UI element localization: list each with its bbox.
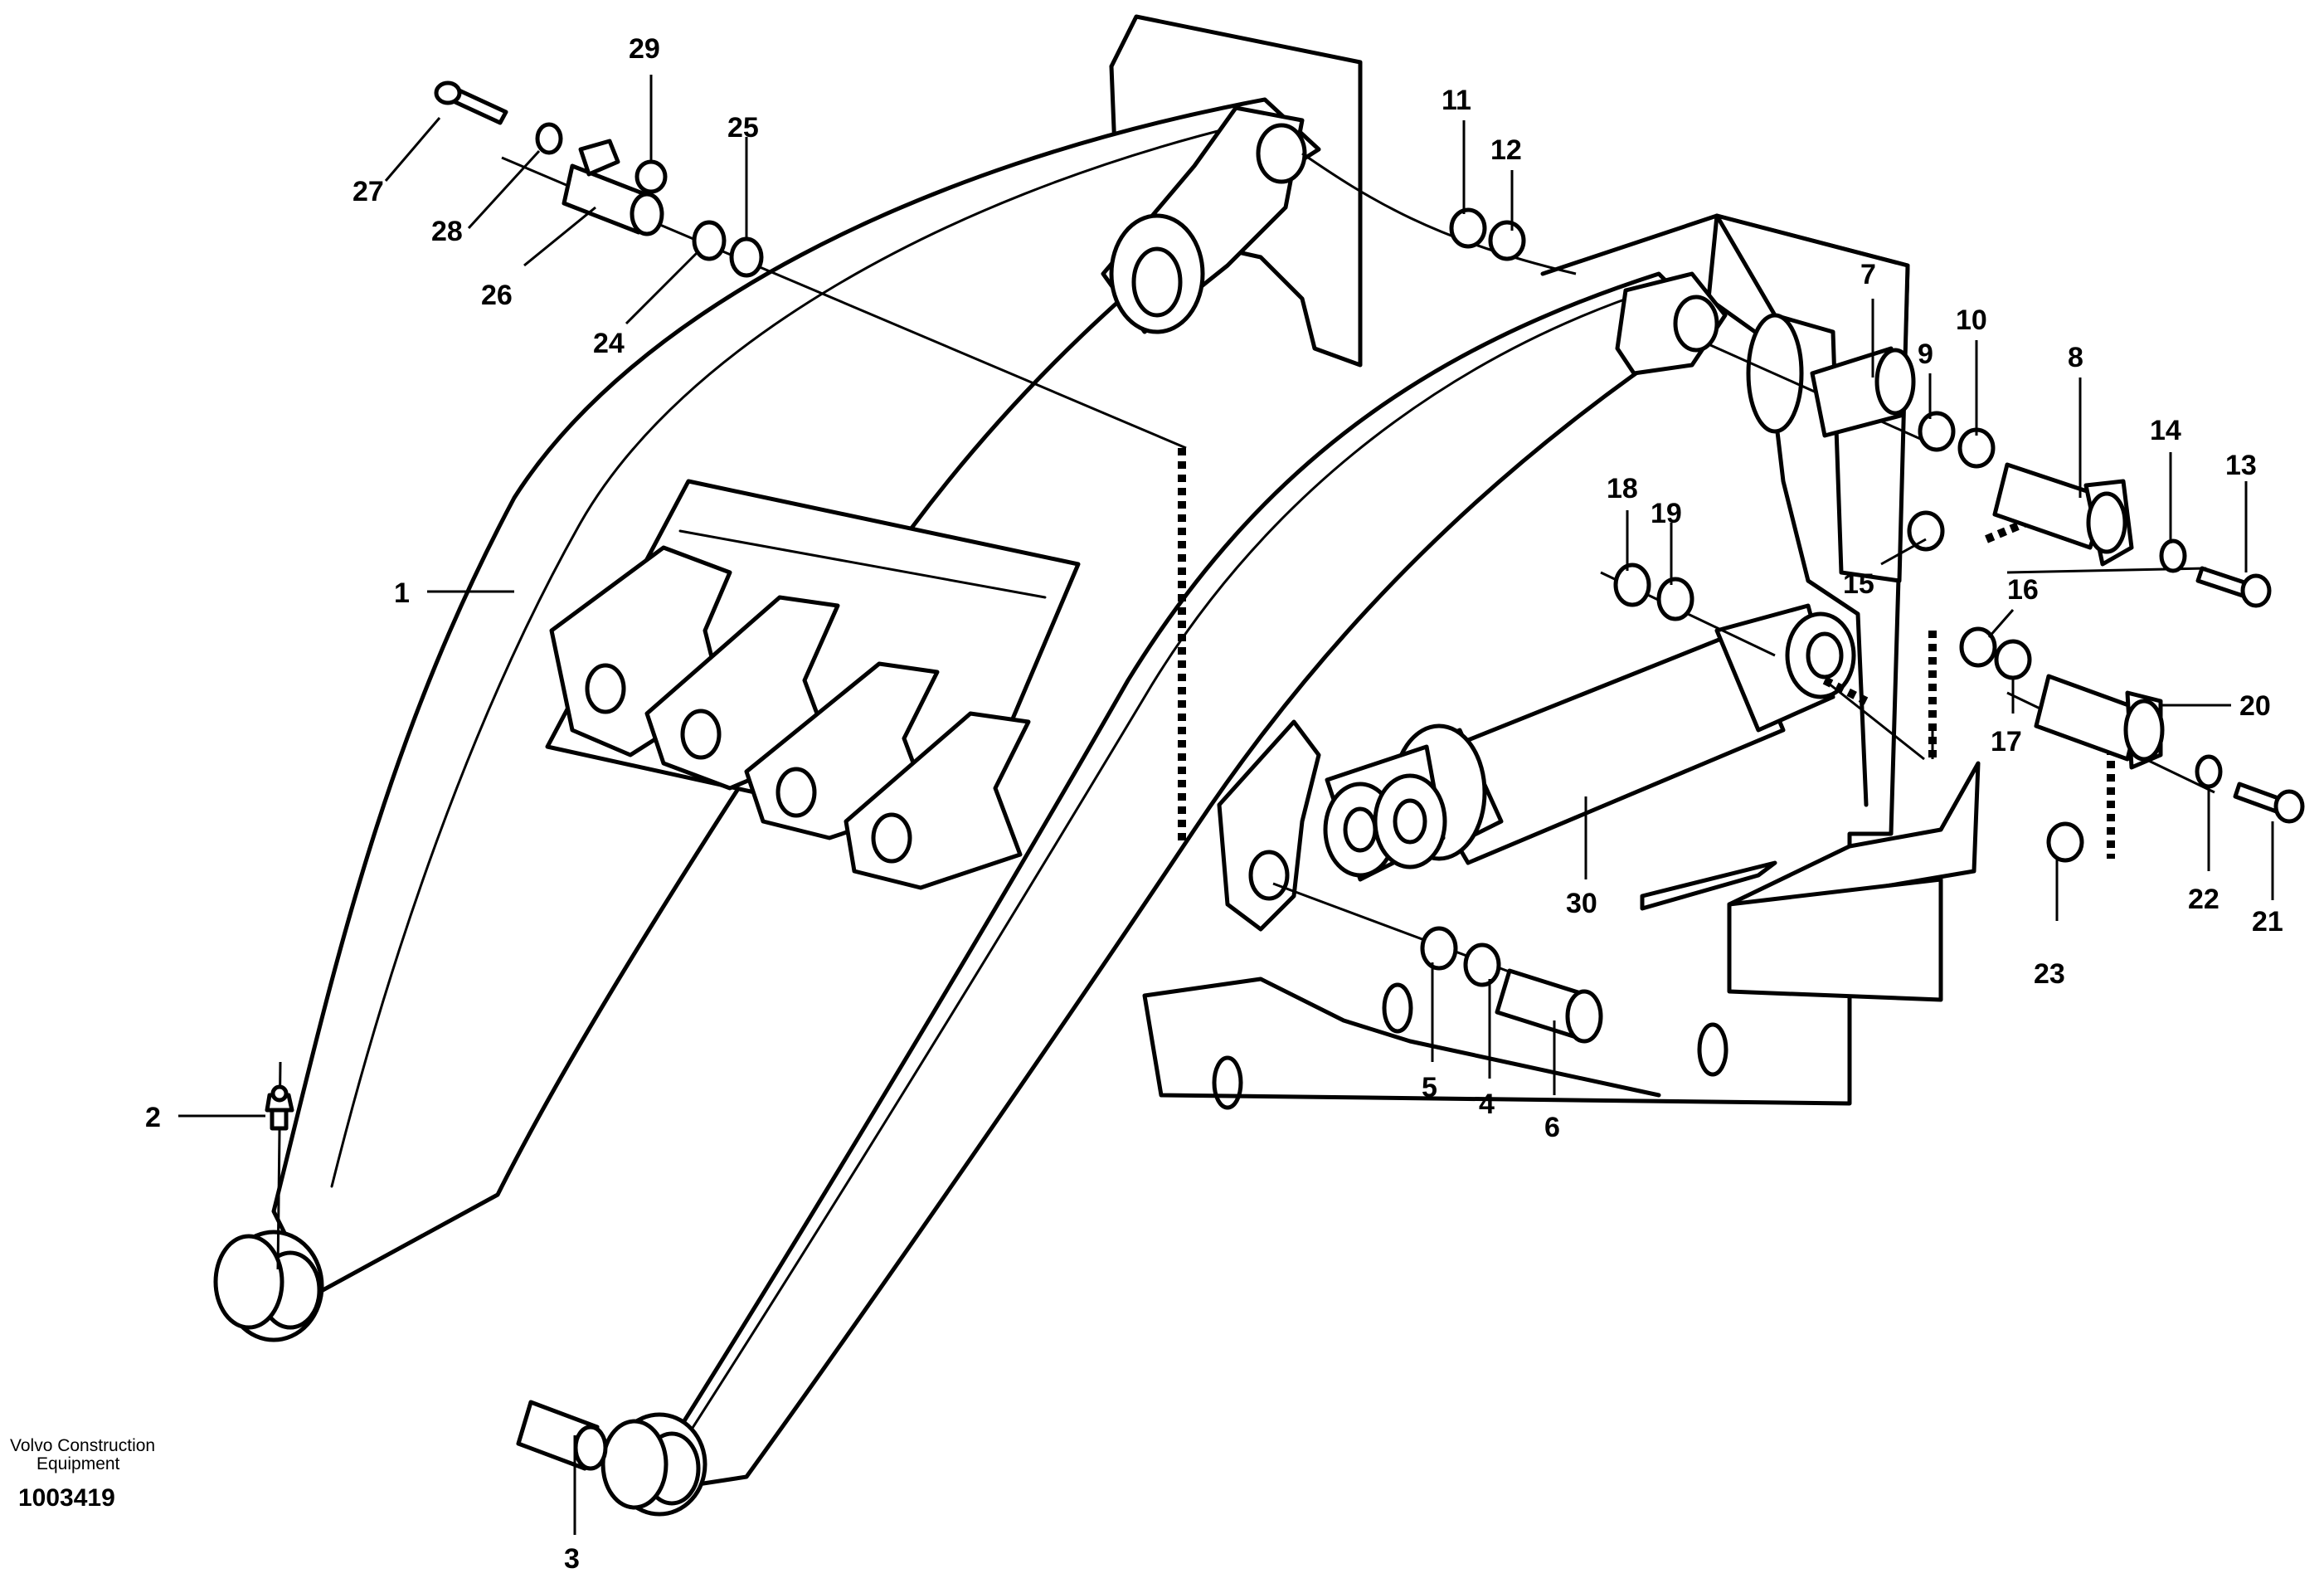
callout-30: 30 [1566,888,1597,919]
callout-24: 24 [593,328,625,359]
callout-6: 6 [1544,1112,1560,1143]
callout-leaders [178,75,2274,1535]
document-number: 1003419 [18,1484,115,1512]
bolt-13 [2195,566,2272,608]
washer-24 [692,220,727,261]
callout-3: 3 [564,1543,580,1575]
pin-26 [562,139,664,236]
washer-11 [1449,207,1487,249]
callout-labels: 1 2 3 4 5 6 7 8 9 10 11 12 13 14 15 16 1… [145,33,2283,1575]
callout-7: 7 [1860,259,1876,290]
callout-13: 13 [2225,450,2257,481]
callout-27: 27 [352,176,384,207]
bushing-6 [1495,968,1603,1044]
callout-26: 26 [481,280,513,311]
callout-2: 2 [145,1102,161,1133]
brand-block: Volvo Construction Equipment 1003419 [10,1436,155,1512]
washer-25 [729,236,764,278]
washer-18 [1613,563,1651,607]
washer-28 [535,122,563,155]
grease-nipple-2 [265,1084,294,1131]
callout-18: 18 [1607,473,1638,504]
callout-20: 20 [2239,690,2271,722]
callout-17: 17 [1991,726,2022,757]
callout-14: 14 [2150,415,2181,446]
callout-25: 25 [727,112,759,144]
brand-line-1: Volvo Construction [10,1436,155,1455]
washer-19 [1656,577,1694,621]
callout-1: 1 [394,577,410,609]
callout-4: 4 [1479,1089,1495,1120]
callout-11: 11 [1442,85,1471,116]
washer-5 [1420,926,1458,971]
washer-22 [2195,754,2223,789]
bolt-27 [434,80,508,125]
callout-19: 19 [1651,498,1682,529]
washer-9 [1918,411,1956,452]
boom-right-arm [600,271,1728,1517]
callout-8: 8 [2068,342,2083,373]
washer-14 [2159,538,2187,573]
callout-5: 5 [1422,1072,1437,1103]
callout-12: 12 [1490,134,1522,166]
bolt-21 [2233,782,2305,824]
brand-line-2: Equipment [36,1454,120,1473]
pin-20 [2034,674,2165,770]
callout-10: 10 [1956,304,1987,336]
callout-28: 28 [431,216,463,247]
cross-tube [545,479,1081,890]
callout-21: 21 [2252,906,2283,938]
bushing-3 [516,1400,608,1471]
bushing-15 [1907,510,1945,552]
washer-16 [1959,626,1997,668]
callout-29: 29 [629,33,660,65]
hydraulic-cylinder [1323,603,1856,882]
pin-8 [1992,462,2134,567]
washer-4 [1463,942,1501,987]
bushing-29 [634,159,668,194]
callout-22: 22 [2188,884,2219,915]
bushing-23 [2046,821,2084,863]
washer-12 [1488,220,1526,261]
callout-15: 15 [1843,568,1874,600]
washer-17 [1994,639,2032,680]
bushing-7 [1810,346,1916,438]
callout-16: 16 [2007,574,2039,606]
callout-9: 9 [1918,339,1933,370]
callout-23: 23 [2034,958,2065,990]
